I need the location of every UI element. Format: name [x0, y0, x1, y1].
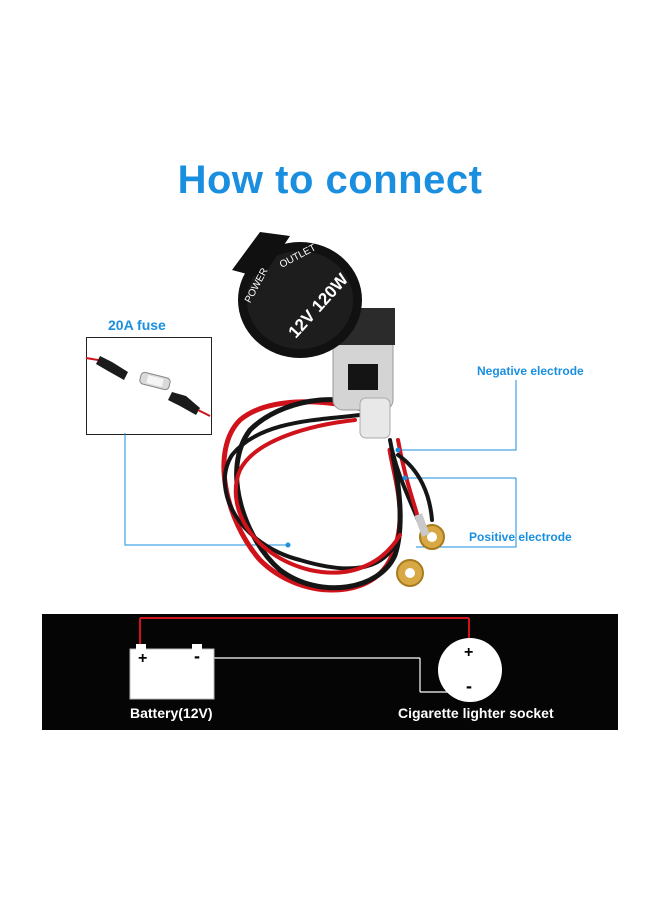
negative-electrode-label: Negative electrode [477, 364, 584, 378]
socket-plus: + [464, 644, 474, 661]
socket-label: Cigarette lighter socket [398, 705, 554, 721]
negative-leader-line [398, 380, 517, 451]
fuse-label: 20A fuse [108, 317, 166, 333]
schematic-svg [129, 617, 502, 702]
leader-lines [124, 380, 517, 548]
ring-terminal-icons [396, 513, 445, 587]
battery-label: Battery(12V) [130, 705, 213, 721]
socket-body [232, 232, 395, 439]
page-title: How to connect [177, 158, 483, 202]
battery-icon [129, 648, 215, 700]
battery-minus: - [194, 646, 200, 666]
socket-schematic-icon [438, 638, 502, 702]
fuse-leader-line [124, 433, 288, 546]
positive-electrode-label: Positive electrode [469, 530, 572, 544]
socket-minus: - [466, 676, 472, 696]
negative-leader-line-2 [416, 478, 517, 548]
schematic-panel: + - + - [42, 614, 618, 730]
cable-bundle [221, 397, 434, 593]
battery-plus: + [138, 650, 148, 667]
connection-dots [285, 447, 408, 548]
fuse-icon [85, 356, 211, 417]
